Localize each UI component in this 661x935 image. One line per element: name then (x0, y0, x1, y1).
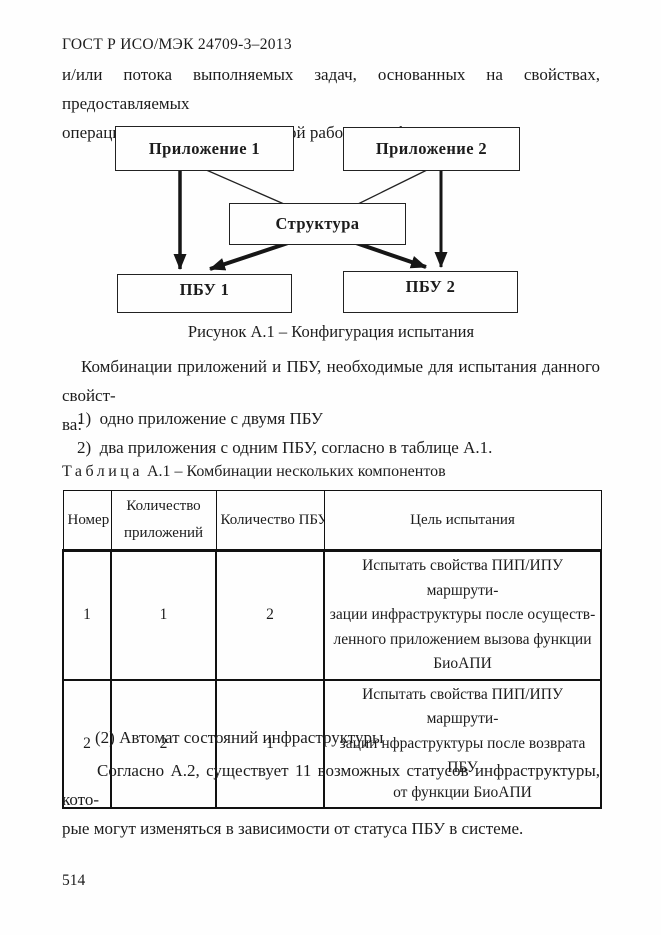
box-application-1: Приложение 1 (115, 126, 294, 171)
box-bsp-1: ПБУ 1 (117, 274, 292, 313)
cell-app-count: 1 (110, 549, 217, 681)
header-test-goal: Цель испытания (323, 490, 602, 552)
box-bsp-2: ПБУ 2 (343, 271, 518, 313)
cell-bsp-count: 1 (215, 678, 325, 809)
table-caption: Таблица А.1 – Комбинации нескольких комп… (62, 463, 600, 481)
combinations-line-1: Комбинации приложений и ПБУ, необходимые… (62, 357, 600, 405)
goal-line: Испытать свойства ПИП/ИПУ маршрути- (362, 685, 563, 728)
closing-paragraph: Согласно А.2, существует 11 возможных ст… (62, 756, 600, 843)
table-caption-rest: А.1 – Комбинации нескольких компонентов (142, 463, 446, 480)
header-number: Номер (62, 490, 112, 552)
cell-test-goal: Испытать свойства ПИП/ИПУ маршрути- заци… (323, 678, 602, 809)
table-row: 2 2 1 Испытать свойства ПИП/ИПУ маршрути… (62, 678, 602, 809)
goal-line: ленного приложением вызова функции (333, 630, 592, 648)
box-application-2: Приложение 2 (343, 127, 520, 171)
line-app1-to-framework (203, 168, 285, 205)
arrow-framework-to-bsp2 (355, 241, 427, 269)
figure-diagram: Приложение 1 Приложение 2 Структура ПБУ … (100, 120, 560, 320)
table-caption-word: Таблица (62, 463, 143, 480)
table-header-row: Номер Количество приложений Количество П… (62, 490, 602, 552)
list-item-1: 1) одно приложение с двумя ПБУ (77, 409, 323, 428)
list-item-2: 2) два приложения с одним ПБУ, согласно … (77, 438, 493, 457)
goal-line: зации инфраструктуры после осуществ- (329, 606, 596, 623)
cell-bsp-count: 2 (215, 549, 325, 681)
cell-test-goal: Испытать свойства ПИП/ИПУ маршрути- заци… (323, 549, 602, 681)
intro-line-1: и/или потока выполняемых задач, основанн… (62, 65, 600, 113)
page-header: ГОСТ Р ИСО/МЭК 24709-3–2013 (62, 36, 292, 53)
cell-number: 1 (62, 549, 112, 681)
goal-line: БиоАПИ (433, 655, 492, 672)
diagram-arrows (173, 168, 448, 271)
goal-line: Испытать свойства ПИП/ИПУ маршрути- (362, 557, 563, 599)
cell-number: 2 (62, 678, 112, 809)
combinations-table: Номер Количество приложений Количество П… (62, 490, 602, 809)
combinations-paragraph: Комбинации приложений и ПБУ, необходимые… (62, 352, 600, 439)
state-machine-heading: (2) Автомат состояний инфраструктуры (95, 728, 384, 747)
page-number: 514 (62, 872, 86, 889)
combinations-line-2: ва: (62, 415, 83, 434)
header-bsp-count: Количество ПБУ (215, 490, 325, 552)
line-app2-to-framework (357, 168, 430, 205)
closing-line-1: Согласно А.2, существует 11 возможных ст… (62, 761, 600, 809)
table-row: 1 1 2 Испытать свойства ПИП/ИПУ маршрути… (62, 549, 602, 681)
closing-line-2: рые могут изменяться в зависимости от ст… (62, 819, 524, 838)
cell-app-count: 2 (110, 678, 217, 809)
header-app-count: Количество приложений (110, 490, 217, 552)
figure-caption: Рисунок А.1 – Конфигурация испытания (187, 322, 475, 341)
arrow-framework-to-bsp1 (209, 241, 289, 271)
goal-line: зации нфраструктуры после возврата ПБУ (339, 734, 586, 777)
goal-line: от функции БиоАПИ (393, 783, 532, 801)
box-framework: Структура (229, 203, 406, 245)
